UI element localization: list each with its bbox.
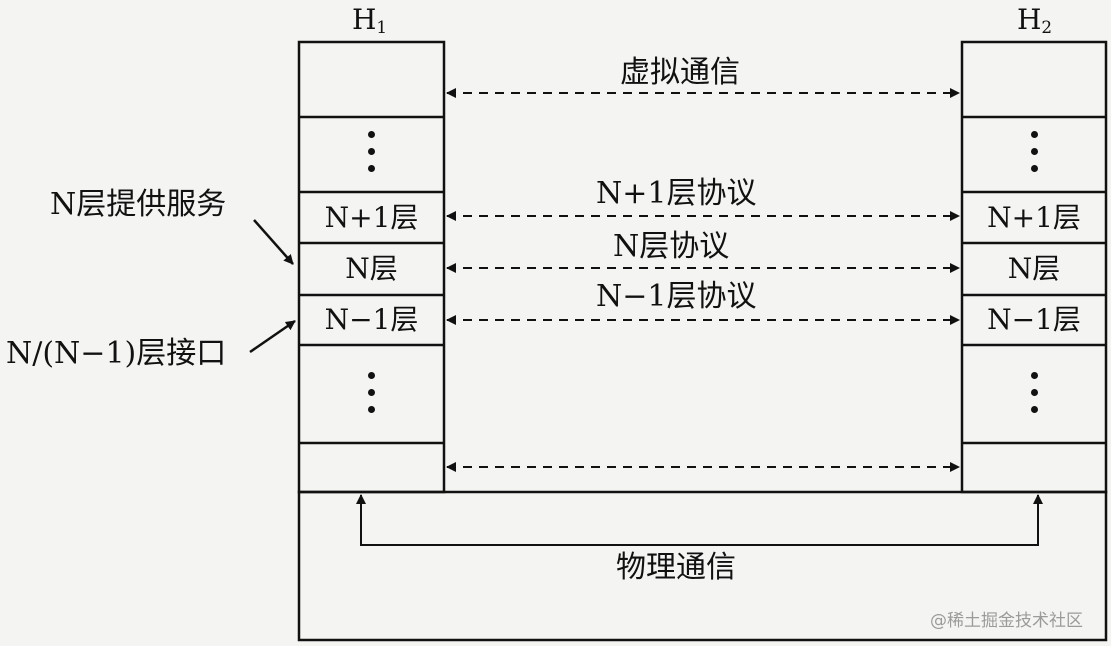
h1-upper-ellipsis [368, 131, 376, 182]
h2-layer-n-plus-1: N+1层 [987, 201, 1081, 234]
h1-layer-n: N层 [345, 252, 398, 285]
h2-layer-n-minus-1: N−1层 [987, 303, 1081, 336]
n-plus-1-protocol-label: N+1层协议 [596, 176, 757, 211]
h1-layer-n-plus-1: N+1层 [324, 201, 419, 234]
h2-upper-ellipsis [1031, 131, 1039, 182]
service-pointer-arrow [253, 219, 294, 265]
physical-medium-box [297, 490, 1108, 642]
host-h1-title: H1 [352, 3, 388, 37]
host-h2-stack [960, 40, 1108, 494]
h1-lower-ellipsis [368, 372, 376, 423]
n-protocol-label: N层协议 [613, 229, 730, 264]
host-h1-stack [297, 40, 446, 494]
h1-layer-n-minus-1: N−1层 [324, 303, 419, 336]
interface-annotation: N/(N−1)层接口 [6, 336, 227, 371]
n-minus-1-protocol-label: N−1层协议 [596, 279, 757, 314]
interface-pointer-arrow [249, 319, 296, 354]
h2-layer-n: N层 [1007, 252, 1061, 285]
virtual-comm-label: 虚拟通信 [620, 55, 740, 90]
physical-comm-label: 物理通信 [616, 550, 736, 585]
host-h2-title: H2 [1017, 3, 1053, 37]
physical-comm-arrow [356, 494, 1043, 546]
service-annotation: N层提供服务 [50, 187, 227, 222]
watermark: @稀土掘金技术社区 [930, 611, 1083, 631]
h2-lower-ellipsis [1031, 372, 1039, 423]
